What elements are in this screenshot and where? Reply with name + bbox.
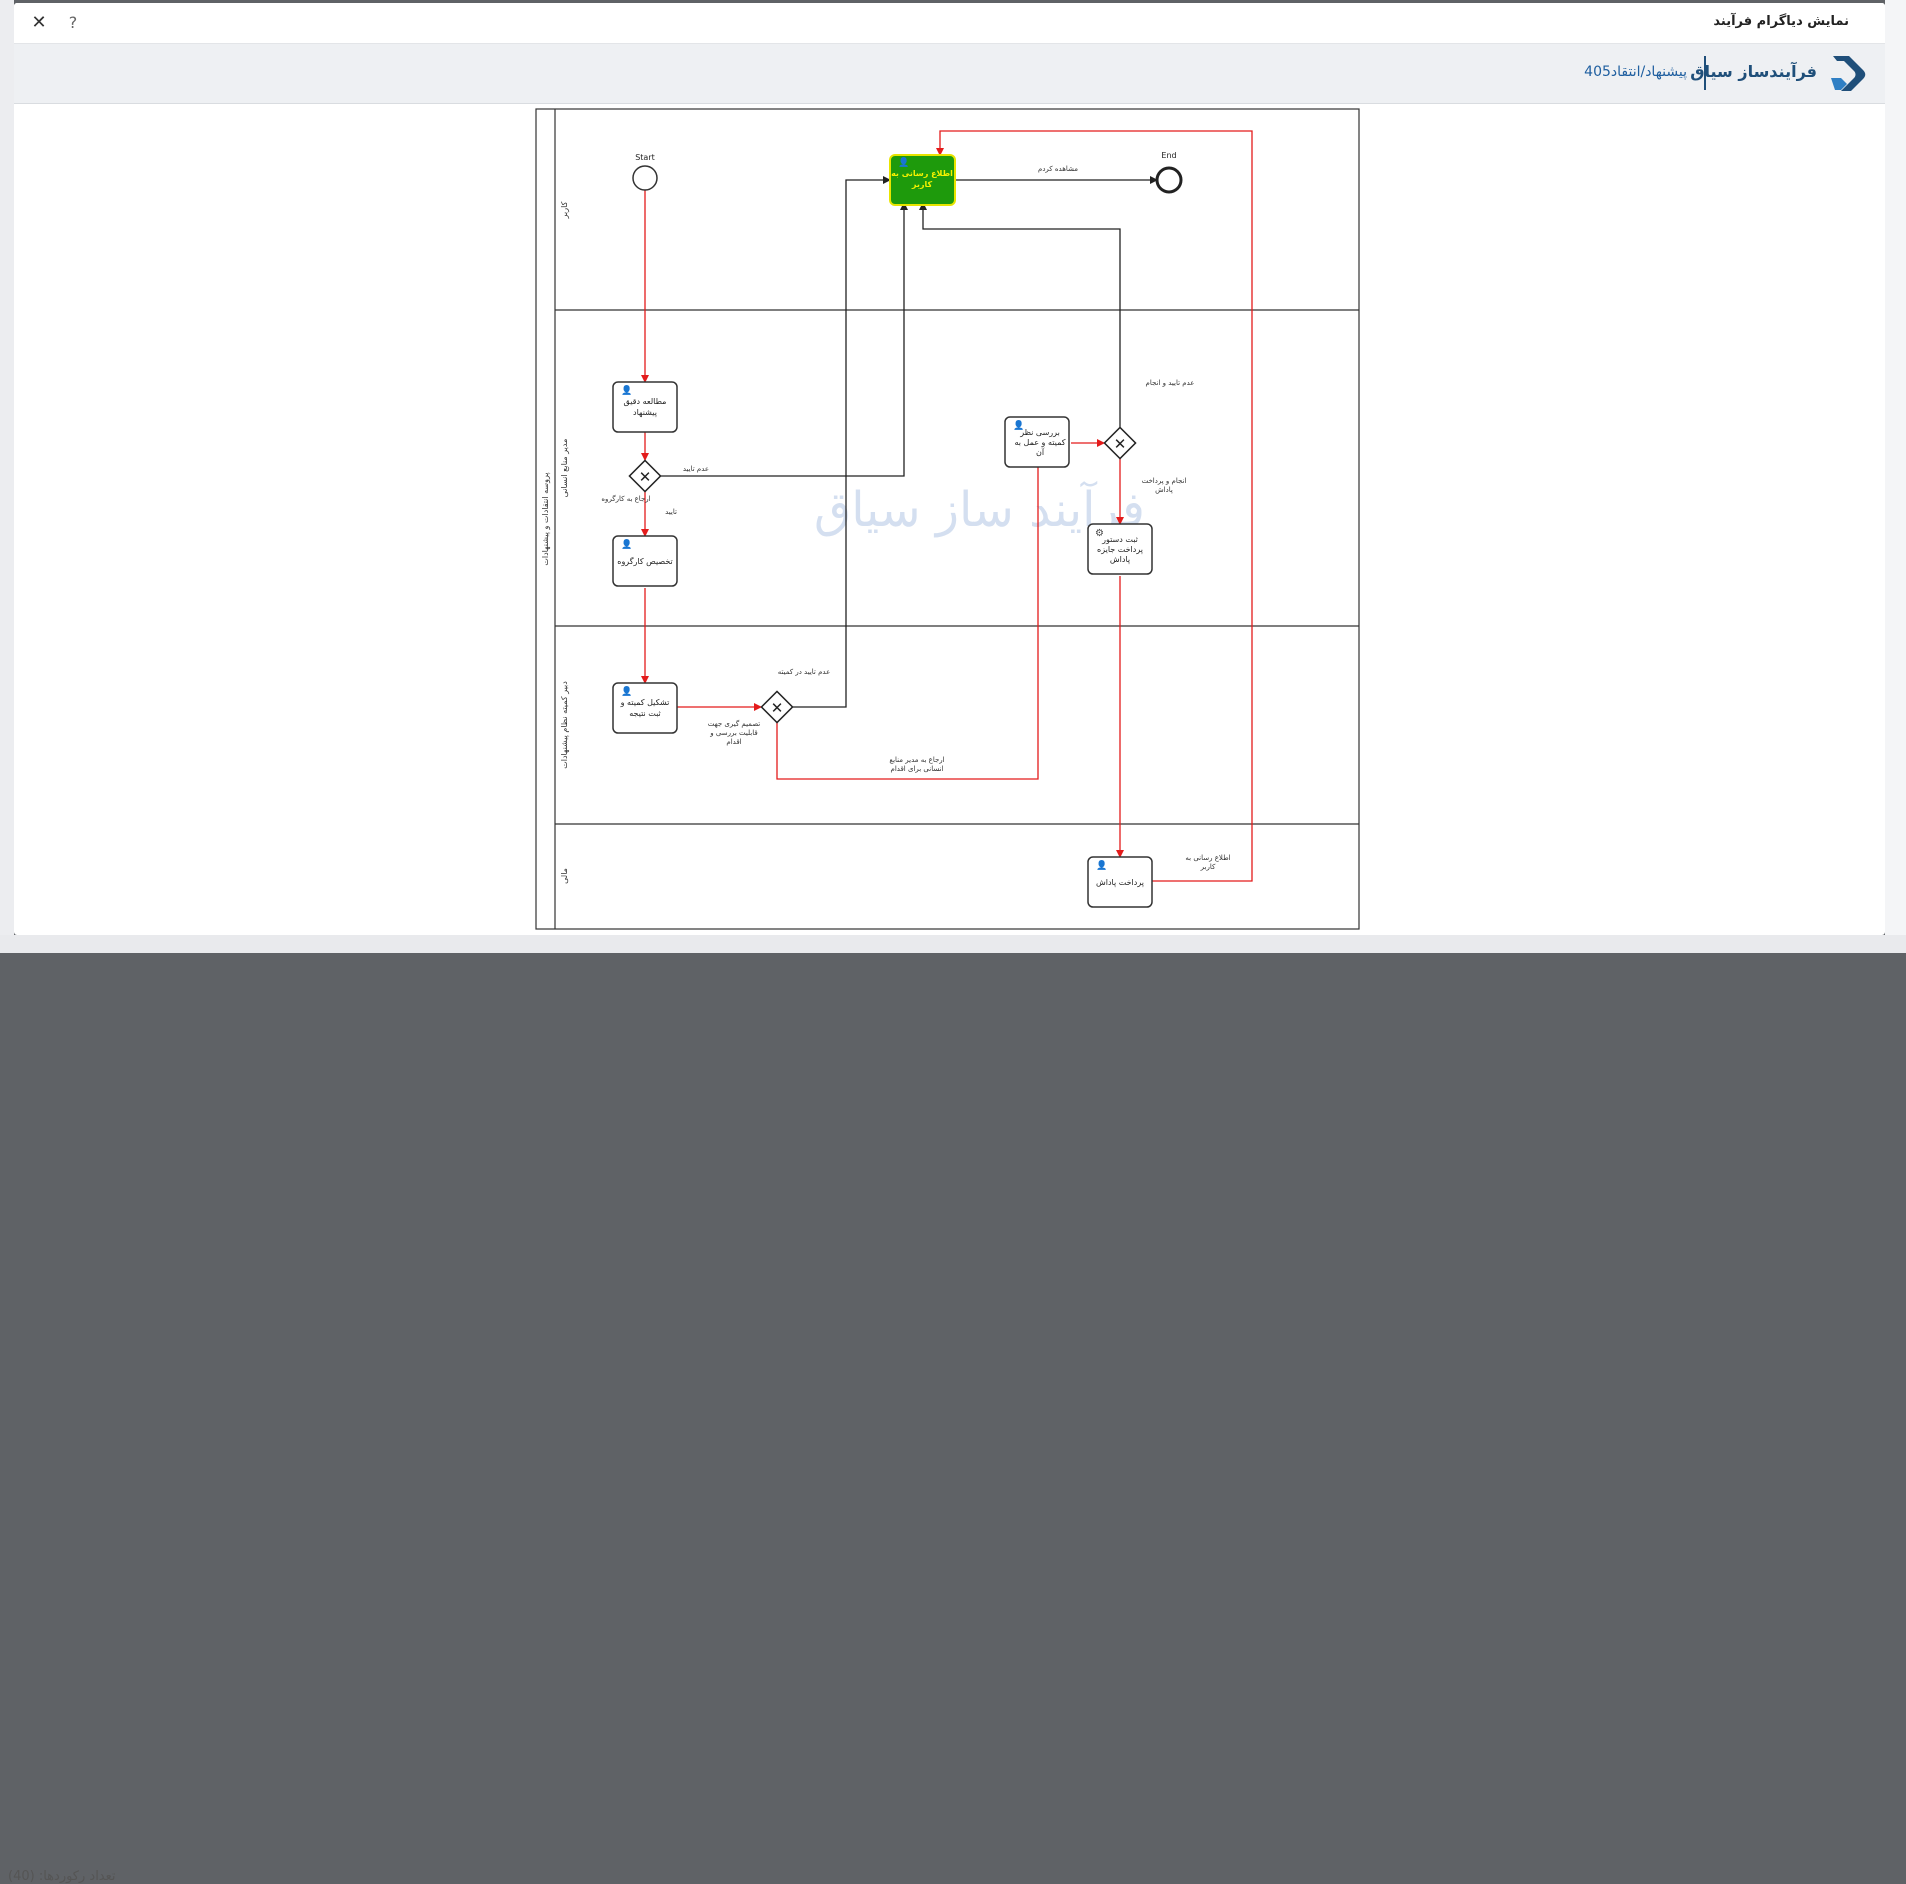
flow-label-reject-execute: عدم تایید و انجام: [1146, 379, 1195, 387]
diagram-modal: نمایش دیاگرام فرآیند ✕ ? فرآیندساز سیاق …: [14, 3, 1885, 935]
background-left-strip: [0, 0, 14, 953]
task-label-line: آن: [1036, 447, 1045, 457]
pool: [535, 108, 1360, 930]
task-label-line: ثبت دستور: [1101, 535, 1138, 544]
lane-label-finance: مالی: [560, 868, 569, 884]
flow-label-not-approved: عدم تایید: [683, 465, 709, 473]
task-label-line: مطالعه دقیق: [624, 397, 667, 406]
gear-icon: ⚙: [1095, 528, 1104, 539]
background-footer: تعداد رکوردها: (40): [0, 935, 1906, 1884]
help-icon[interactable]: ?: [68, 13, 78, 32]
task-reward-order[interactable]: ⚙ ثبت دستور پرداخت جایزه پاداش: [1087, 523, 1153, 575]
task-label-line: اطلاع رسانی به: [891, 169, 953, 178]
user-task-icon: 👤: [621, 384, 632, 396]
background-right-toolbar: [1885, 0, 1906, 953]
user-task-icon: 👤: [1013, 419, 1024, 431]
brand-logo-icon: [1831, 56, 1866, 91]
flow-label-refer-workgroup: ارجاع به کارگروه: [601, 494, 650, 503]
task-pay-reward[interactable]: 👤 پرداخت پاداش: [1087, 856, 1153, 908]
task-label-line: بررسی نظر: [1019, 428, 1060, 437]
user-task-icon: 👤: [621, 538, 632, 550]
task-label-line: کاربر: [911, 180, 933, 189]
exclusive-gateway-icon: ✕: [639, 468, 652, 486]
task-label-line: کمیته و عمل به: [1014, 438, 1065, 447]
flow-label-approved: تایید: [665, 508, 677, 516]
task-study-proposal[interactable]: 👤 مطالعه دقیق پیشنهاد: [612, 381, 678, 433]
flow-label-refer-hr: انسانی برای اقدام: [891, 765, 944, 773]
lane-label-hr-manager: مدیر منابع انسانی: [560, 439, 569, 498]
exclusive-gateway-icon: ✕: [1114, 435, 1127, 453]
close-icon[interactable]: ✕: [31, 12, 47, 33]
end-event-label: End: [1161, 151, 1176, 160]
end-event[interactable]: [1155, 166, 1183, 194]
flow-label-execute-pay: انجام و پرداخت: [1142, 477, 1187, 485]
flow-label-refer-hr: ارجاع به مدیر منابع: [889, 756, 944, 764]
modal-title: نمایش دیاگرام فرآیند: [1713, 14, 1849, 29]
gateway-committee[interactable]: ✕: [760, 690, 794, 724]
flow-label-seen: مشاهده کردم: [1038, 165, 1078, 173]
flow-label-notify-user: کاربر: [1200, 863, 1216, 871]
user-task-icon: 👤: [1096, 859, 1107, 871]
process-name: پیشنهاد/انتقاد405: [1584, 64, 1687, 80]
brand-bar: فرآیندساز سیاق پیشنهاد/انتقاد405: [14, 44, 1885, 104]
task-label-line: پیشنهاد: [633, 408, 657, 417]
brand-name: فرآیندساز سیاق: [1690, 62, 1817, 81]
flow-label-decide-review: تصمیم گیری جهت: [708, 719, 761, 728]
lane-label-committee-secretary: دبیر کمیته نظام پیشنهادات: [560, 681, 569, 769]
exclusive-gateway-icon: ✕: [771, 699, 784, 717]
flow-pay-to-notify: [936, 130, 1253, 882]
flow-label-decide-review: قابلیت بررسی و: [709, 729, 757, 737]
user-task-icon: 👤: [621, 685, 632, 697]
task-form-committee[interactable]: 👤 تشکیل کمیته و ثبت نتیجه: [612, 682, 678, 734]
task-label-line: تخصیص کارگروه: [617, 556, 672, 566]
lane-label-user: کاربر: [560, 201, 569, 219]
task-review-committee[interactable]: 👤 بررسی نظر کمیته و عمل به آن: [1004, 416, 1070, 468]
flow-label-decide-review: اقدام: [726, 738, 741, 746]
record-count-text: تعداد رکوردها: (40): [8, 1869, 116, 1884]
modal-header: نمایش دیاگرام فرآیند ✕ ?: [14, 3, 1885, 44]
task-label-line: تشکیل کمیته و: [620, 698, 670, 707]
flow-label-notify-user: اطلاع رسانی به: [1185, 854, 1230, 862]
task-label-line: پرداخت جایزه: [1097, 545, 1143, 554]
flow-gateway-not-approved: [661, 202, 908, 477]
task-label-line: پرداخت پاداش: [1096, 878, 1144, 887]
task-label-line: ثبت نتیجه: [629, 709, 661, 718]
task-label-line: پاداش: [1110, 555, 1130, 564]
start-event-label: Start: [635, 153, 655, 162]
brand-separator: [1704, 56, 1706, 90]
bpmn-diagram: پروسه انتقادات و پیشنهادات کاربر مدیر من…: [535, 108, 1360, 930]
flow-label-committee-not-approved: عدم تایید در کمیته: [778, 668, 831, 676]
task-assign-workgroup[interactable]: 👤 تخصیص کارگروه: [612, 535, 678, 587]
gateway-review[interactable]: ✕: [1103, 426, 1137, 460]
task-notify-user[interactable]: 👤 اطلاع رسانی به کاربر: [889, 154, 956, 206]
flow-gateway-reject-execute: [919, 202, 1121, 427]
gateway-approval[interactable]: ✕: [628, 459, 662, 493]
user-task-icon: 👤: [898, 156, 909, 168]
flow-label-execute-pay: پاداش: [1155, 486, 1173, 494]
flow-gateway-committee-not-approved: [793, 176, 891, 708]
pool-label: پروسه انتقادات و پیشنهادات: [541, 472, 550, 565]
diagram-canvas: فرآیند ساز سیاق پروسه انتقادات و پیشنهاد…: [14, 104, 1885, 935]
flow-gateway-refer-hr: [776, 418, 1042, 780]
start-event[interactable]: [632, 165, 658, 191]
